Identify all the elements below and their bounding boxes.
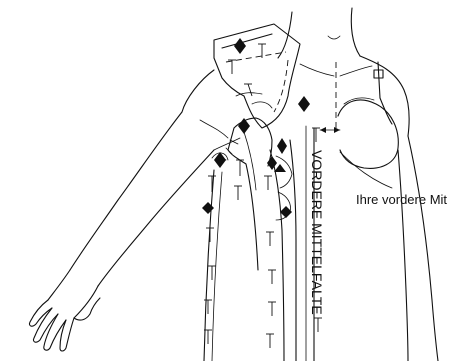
left-arm-upper xyxy=(70,112,182,270)
center-fold-label: VORDERE MITTELFALTE xyxy=(309,150,325,315)
pin xyxy=(258,44,266,58)
front-dart-right xyxy=(290,140,296,361)
notch-markers xyxy=(202,38,310,218)
pin xyxy=(268,270,276,284)
left-shoulder-curve xyxy=(182,70,214,112)
palm xyxy=(48,270,98,318)
neck-left xyxy=(278,12,292,58)
right-torso-side xyxy=(398,150,408,361)
notch-diamond xyxy=(277,138,287,154)
upper-pattern-seamline-top xyxy=(226,52,286,62)
collarbone-left xyxy=(300,64,334,76)
notch-diamond xyxy=(238,118,250,134)
callout-label: Ihre vordere Mit xyxy=(356,192,447,207)
pin xyxy=(208,176,216,192)
front-strap xyxy=(228,128,258,270)
front-dart-left xyxy=(270,150,284,361)
center-arrow-head-right xyxy=(334,127,340,133)
bust-outline xyxy=(338,100,398,168)
bra-strap xyxy=(378,62,380,98)
neck-right xyxy=(351,8,360,56)
finger-4 xyxy=(60,318,74,351)
pins xyxy=(204,44,322,348)
notch-diamond xyxy=(234,38,246,54)
pin xyxy=(228,60,236,74)
pin xyxy=(264,176,272,190)
collarbone-right xyxy=(340,66,372,76)
notch-diamond xyxy=(267,156,277,170)
notch-triangle xyxy=(274,164,286,172)
pin xyxy=(268,302,276,316)
notch-diamond xyxy=(298,96,310,112)
body-outline xyxy=(70,8,438,361)
pin xyxy=(244,84,252,96)
pin xyxy=(314,318,322,332)
pin xyxy=(206,228,214,242)
hand xyxy=(29,270,100,351)
pin xyxy=(234,186,242,200)
callout-leader xyxy=(340,152,392,188)
underarm-line xyxy=(214,138,240,150)
pin xyxy=(266,232,274,246)
center-arrow-head-left xyxy=(320,127,326,133)
front-dart-fold-2 xyxy=(276,192,291,220)
center-front-marker xyxy=(320,62,392,188)
upper-pattern-curl xyxy=(252,102,272,108)
pin xyxy=(266,334,274,348)
left-arm-lower xyxy=(98,150,214,286)
right-arm-outer xyxy=(408,136,438,361)
pin xyxy=(312,128,320,142)
notch-diamond xyxy=(202,202,214,214)
finger-3 xyxy=(44,314,66,350)
throat-mark xyxy=(328,36,340,39)
thumb xyxy=(74,298,100,320)
front-side-seam-left-inner xyxy=(212,172,222,361)
right-shoulder xyxy=(360,56,409,136)
front-strap-inner xyxy=(244,132,256,190)
armpit-crease xyxy=(200,120,228,138)
